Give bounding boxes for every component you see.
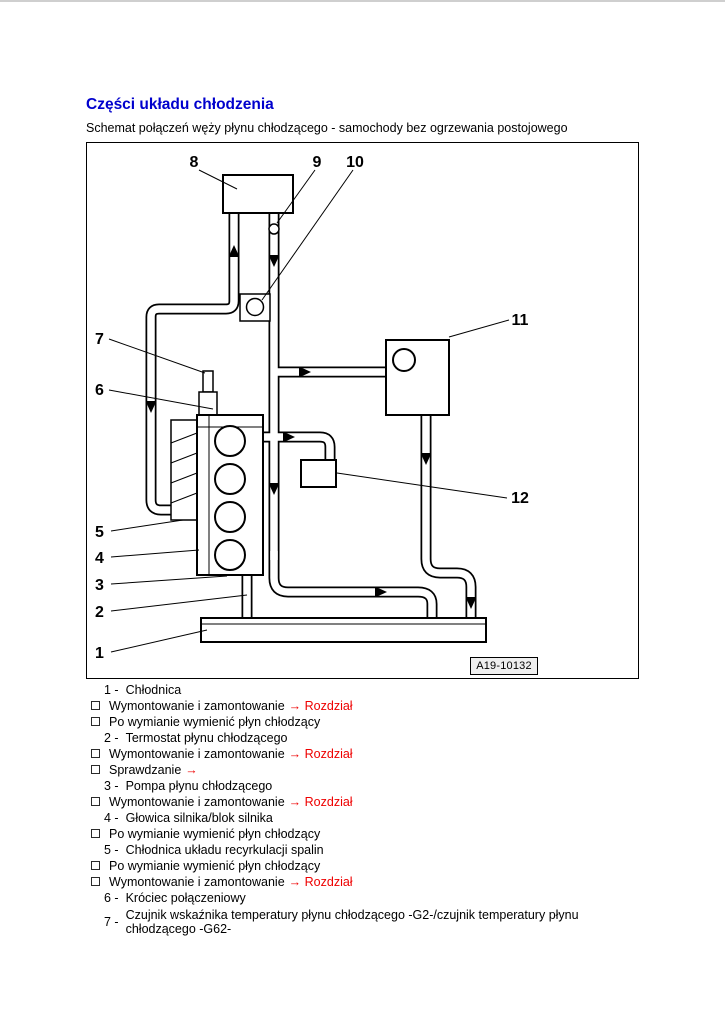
part-item: 1 - Chłodnica xyxy=(86,684,638,697)
window-top-edge xyxy=(0,0,725,2)
part-number: 7 - xyxy=(104,914,119,929)
part-item: 3 - Pompa płynu chłodzącego xyxy=(86,780,638,793)
callout-label: 4 xyxy=(95,550,104,567)
part-item: 5 - Chłodnica układu recyrkulacji spalin xyxy=(86,844,638,857)
square-bullet-icon xyxy=(91,797,100,806)
square-bullet-icon xyxy=(91,829,100,838)
part-text: Termostat płynu chłodzącego xyxy=(125,731,288,745)
bullet-text: Wymontowanie i zamontowanie xyxy=(109,795,285,809)
callout-label: 8 xyxy=(190,154,199,171)
part-item: 6 - Króciec połączeniowy xyxy=(86,892,638,905)
part-item: 4 - Głowica silnika/blok silnika xyxy=(86,812,638,825)
part-number: 1 - xyxy=(104,683,119,697)
bullet-item: Wymontowanie i zamontowanie → Rozdział xyxy=(86,700,638,713)
callout-label: 1 xyxy=(95,645,104,662)
component-11-expansion-tank xyxy=(385,339,450,416)
part-number: 2 - xyxy=(104,731,119,745)
component-9-bleed-screw xyxy=(268,223,280,235)
bullet-item: Po wymianie wymienić płyn chłodzący xyxy=(86,828,638,841)
component-8-box xyxy=(222,174,294,214)
component-12-box xyxy=(300,459,337,488)
chapter-link[interactable]: → xyxy=(185,763,198,777)
bullet-text: Wymontowanie i zamontowanie xyxy=(109,875,285,889)
bullet-text: Wymontowanie i zamontowanie xyxy=(109,747,285,761)
component-10-valve xyxy=(239,293,271,322)
bullet-item: Po wymianie wymienić płyn chłodzący xyxy=(86,716,638,729)
part-text: Głowica silnika/blok silnika xyxy=(125,811,273,825)
square-bullet-icon xyxy=(91,701,100,710)
radiator xyxy=(200,617,487,643)
bullet-text: Sprawdzanie xyxy=(109,763,182,777)
part-number: 4 - xyxy=(104,811,119,825)
square-bullet-icon xyxy=(91,765,100,774)
part-number: 5 - xyxy=(104,843,119,857)
callout-label: 12 xyxy=(511,490,529,507)
bullet-item: Po wymianie wymienić płyn chłodzący xyxy=(86,860,638,873)
square-bullet-icon xyxy=(91,861,100,870)
callout-label: 3 xyxy=(95,577,104,594)
part-text: Pompa płynu chłodzącego xyxy=(125,779,273,793)
chapter-link[interactable]: → Rozdział xyxy=(288,875,353,889)
figure-code: A19-10132 xyxy=(470,657,538,675)
part-number: 3 - xyxy=(104,779,119,793)
leader-lines xyxy=(108,169,510,653)
diagram-svg: 1 2 3 4 5 6 7 8 9 10 11 12 xyxy=(95,154,529,662)
chapter-link[interactable]: → Rozdział xyxy=(288,747,353,761)
chapter-link[interactable]: → Rozdział xyxy=(288,795,353,809)
callout-label: 5 xyxy=(95,524,104,541)
engine-block xyxy=(196,414,264,576)
part-item: 7 - Czujnik wskaźnika temperatury płynu … xyxy=(86,908,638,936)
egr-cooler xyxy=(170,419,198,521)
bullet-text: Wymontowanie i zamontowanie xyxy=(109,699,285,713)
part-text: Czujnik wskaźnika temperatury płynu chło… xyxy=(125,908,579,936)
callout-label: 2 xyxy=(95,604,104,621)
callout-label: 7 xyxy=(95,331,104,348)
bullet-item: Wymontowanie i zamontowanie → Rozdział xyxy=(86,748,638,761)
part-text: Króciec połączeniowy xyxy=(125,891,246,905)
callout-labels: 1 2 3 4 5 6 7 8 9 10 11 12 xyxy=(95,154,529,662)
callout-label: 11 xyxy=(512,312,529,329)
part-item: 2 - Termostat płynu chłodzącego xyxy=(86,732,638,745)
parts-list: 1 - Chłodnica Wymontowanie i zamontowani… xyxy=(86,684,638,939)
callout-label: 6 xyxy=(95,382,104,399)
chapter-link[interactable]: → Rozdział xyxy=(288,699,353,713)
callout-label: 9 xyxy=(313,154,322,171)
square-bullet-icon xyxy=(91,877,100,886)
square-bullet-icon xyxy=(91,717,100,726)
part-number: 6 - xyxy=(104,891,119,905)
part-text: Chłodnica xyxy=(125,683,182,697)
bullet-item: Wymontowanie i zamontowanie → Rozdział xyxy=(86,876,638,889)
bullet-text: Po wymianie wymienić płyn chłodzący xyxy=(109,827,321,841)
flow-arrow-icons xyxy=(145,245,477,609)
cooling-system-diagram: 1 2 3 4 5 6 7 8 9 10 11 12 A19-10132 xyxy=(86,142,639,679)
page-subtitle: Schemat połączeń węży płynu chłodzącego … xyxy=(86,121,568,135)
bullet-item: Sprawdzanie → xyxy=(86,764,638,777)
part-text: Chłodnica układu recyrkulacji spalin xyxy=(125,843,324,857)
square-bullet-icon xyxy=(91,749,100,758)
bullet-item: Wymontowanie i zamontowanie → Rozdział xyxy=(86,796,638,809)
bullet-text: Po wymianie wymienić płyn chłodzący xyxy=(109,859,321,873)
callout-label: 10 xyxy=(346,154,364,171)
page-title: Części układu chłodzenia xyxy=(86,96,274,113)
bullet-text: Po wymianie wymienić płyn chłodzący xyxy=(109,715,321,729)
